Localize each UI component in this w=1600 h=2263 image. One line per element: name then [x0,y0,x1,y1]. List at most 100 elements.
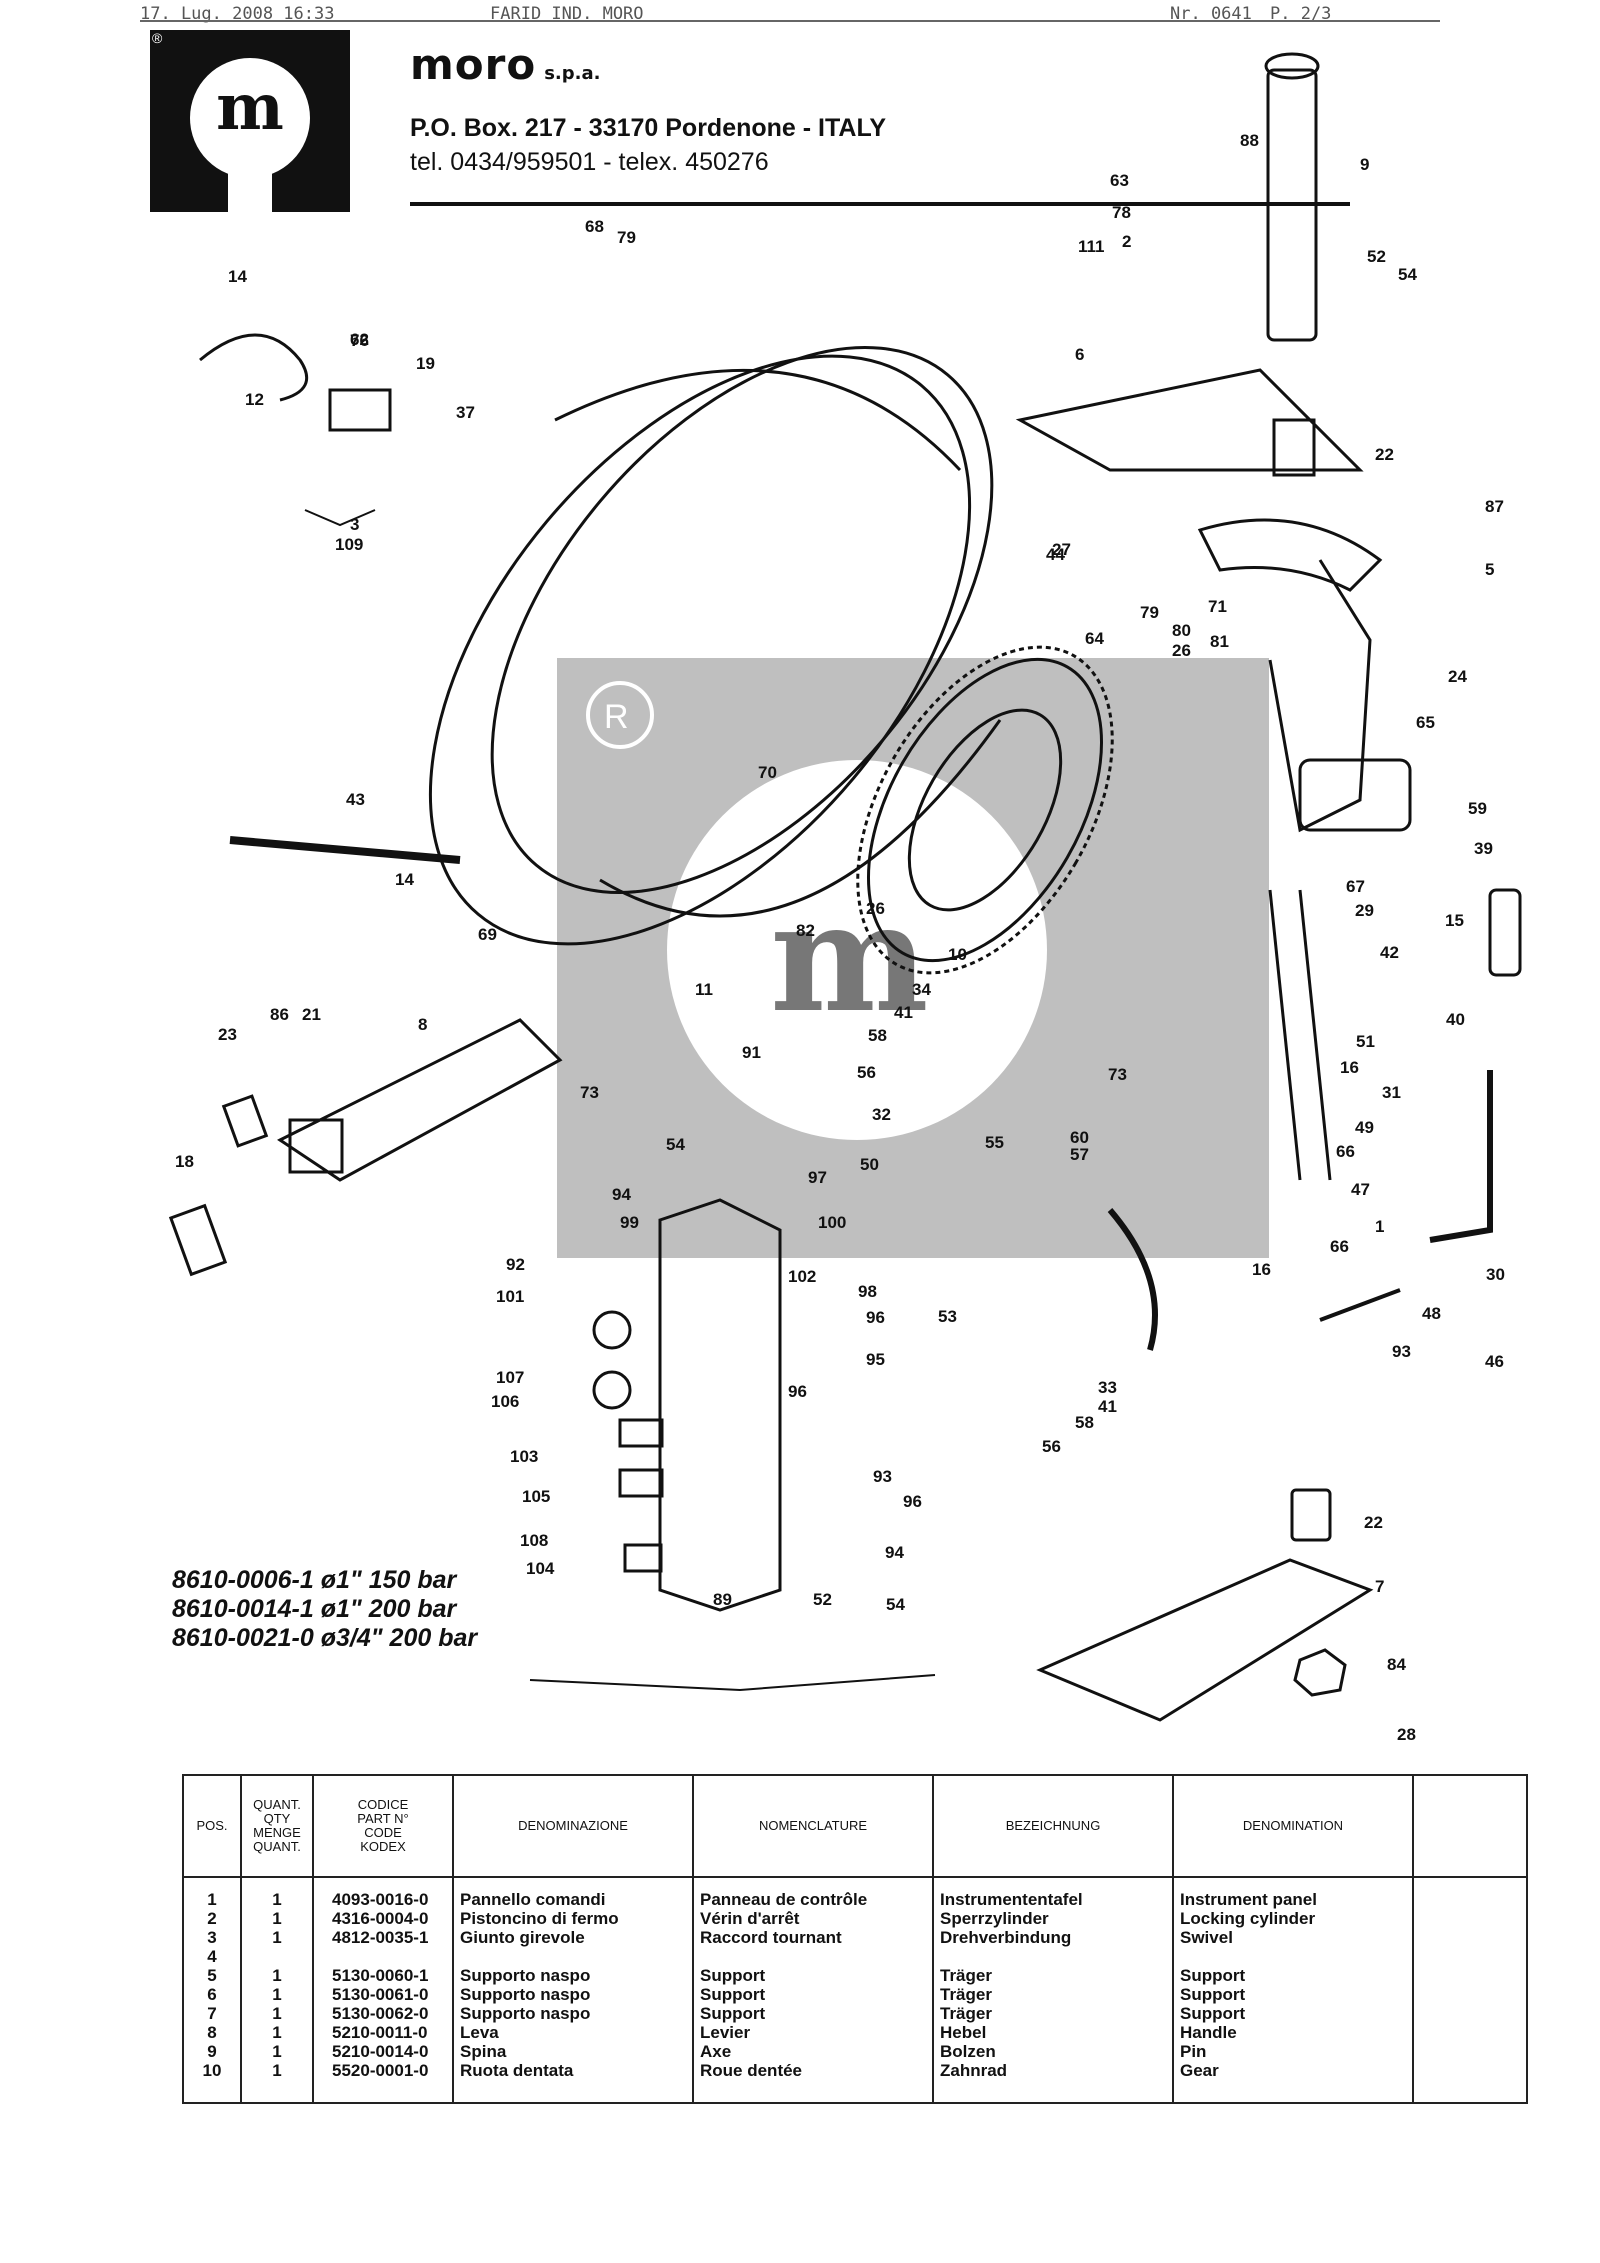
fax-page: P. 2/3 [1270,4,1332,24]
callout-label: 97 [808,1168,827,1187]
callout-label: 41 [894,1003,913,1022]
callout-label: 100 [818,1213,846,1232]
upper-support-arm [1015,52,1383,833]
column-french: Panneau de contrôle Vérin d'arrêt Raccor… [692,1877,934,2104]
callout-label: 109 [335,535,363,554]
callout-label: 47 [1351,1180,1370,1199]
callout-label: 78 [1112,203,1131,222]
company-name-text: moro [410,40,537,89]
model-line: 8610-0021-0 ø3/4" 200 bar [172,1624,478,1652]
header-french: NOMENCLATURE [692,1774,934,1878]
company-contact: tel. 0434/959501 - telex. 450276 [410,148,769,176]
callout-label: 29 [1355,901,1374,920]
header-italian: DENOMINAZIONE [452,1774,694,1878]
callout-label: 41 [1098,1397,1117,1416]
callout-label: 26 [866,899,885,918]
callout-label: 98 [858,1282,877,1301]
callout-label: 95 [866,1350,885,1369]
callout-label: 60 [1070,1128,1089,1147]
callout-label: 81 [1210,632,1229,651]
callout-label: 30 [1486,1265,1505,1284]
company-suffix: s.p.a. [544,63,601,84]
callout-label: 26 [1172,641,1191,660]
callout-label: 79 [1140,603,1159,622]
logo-letter: m [216,70,284,145]
callout-label: 96 [903,1492,922,1511]
callout-label: 54 [1398,265,1417,284]
callout-label: 19 [416,354,435,373]
exploded-diagram: m R [168,52,1522,1744]
callout-label: 55 [985,1133,1004,1152]
callout-label: 96 [866,1308,885,1327]
callout-label: 99 [620,1213,639,1232]
callout-label: 58 [868,1026,887,1045]
callout-label: 91 [742,1043,761,1062]
callout-label: 2 [1122,232,1131,251]
column-blank [1412,1877,1528,2104]
callout-label: 107 [496,1368,524,1387]
callout-label: 73 [1108,1065,1127,1084]
callout-label: 101 [496,1287,524,1306]
callout-label: 28 [1397,1725,1416,1744]
callout-label: 79 [617,228,636,247]
logo-stem [228,160,272,212]
callout-label: 54 [886,1595,905,1614]
callout-label: 93 [1392,1342,1411,1361]
callout-label: 105 [522,1487,550,1506]
callout-label: 65 [1416,713,1435,732]
callout-label: 70 [758,763,777,782]
callout-label: 42 [1380,943,1399,962]
callout-label: 51 [1356,1032,1375,1051]
callout-label: 58 [1075,1413,1094,1432]
callout-label: 94 [612,1185,631,1204]
callout-label: 22 [1375,445,1394,464]
column-qty: 1 1 1 1 1 1 1 1 1 [240,1877,314,2104]
callout-label: 48 [1422,1304,1441,1323]
diagram-callouts: 1 2 3 5 6 7 8 9 10 11 12 14 14 15 16 16 … [175,131,1505,1744]
callout-label: 64 [1085,629,1104,648]
callout-label: 8 [418,1015,427,1034]
callout-label: 96 [788,1382,807,1401]
callout-label: 69 [478,925,497,944]
parts-table: POS. QUANT. QTY MENGE QUANT. CODICE PART… [182,1774,1528,2104]
callout-label: 89 [713,1590,732,1609]
callout-label: 11 [695,980,713,999]
callout-label: 52 [1367,247,1386,266]
callout-label: 3 [350,515,359,534]
callout-label: 53 [938,1307,957,1326]
callout-label: 106 [491,1392,519,1411]
callout-label: 54 [666,1135,685,1154]
callout-label: 9 [1360,155,1369,174]
callout-label: 88 [1240,131,1259,150]
callout-label: 92 [506,1255,525,1274]
model-list: 8610-0006-1 ø1" 150 bar 8610-0014-1 ø1" … [172,1566,477,1653]
callout-label: 87 [1485,497,1504,516]
callout-label: 63 [1110,171,1129,190]
callout-label: 103 [510,1447,538,1466]
group-brackets [304,509,936,1692]
fax-header-rule [140,20,1440,22]
callout-label: 39 [1474,839,1493,858]
handle-lever [168,1018,563,1277]
callout-label: 27 [1052,540,1071,559]
callout-label: 94 [885,1543,904,1562]
company-name: moro s.p.a. [410,40,600,89]
callout-label: 86 [270,1005,289,1024]
callout-label: 57 [1070,1145,1089,1164]
callout-label: 7 [1375,1577,1384,1596]
registered-mark: ® [152,30,163,46]
svg-text:R: R [604,698,629,736]
callout-label: 68 [585,217,604,236]
callout-label: 22 [1364,1513,1383,1532]
callout-label: 14 [228,267,247,286]
callout-label: 104 [526,1559,555,1578]
callout-label: 16 [1340,1058,1359,1077]
fax-header: 17. Lug. 2008 16:33 FARID IND. MORO Nr. … [140,4,1440,26]
header-german: BEZEICHNUNG [932,1774,1174,1878]
callout-label: 50 [860,1155,879,1174]
callout-label: 16 [1252,1260,1271,1279]
fax-date-time: 17. Lug. 2008 16:33 [140,4,335,24]
callout-label: 76 [350,331,369,350]
callout-label: 12 [245,390,264,409]
callout-label: 15 [1445,911,1464,930]
